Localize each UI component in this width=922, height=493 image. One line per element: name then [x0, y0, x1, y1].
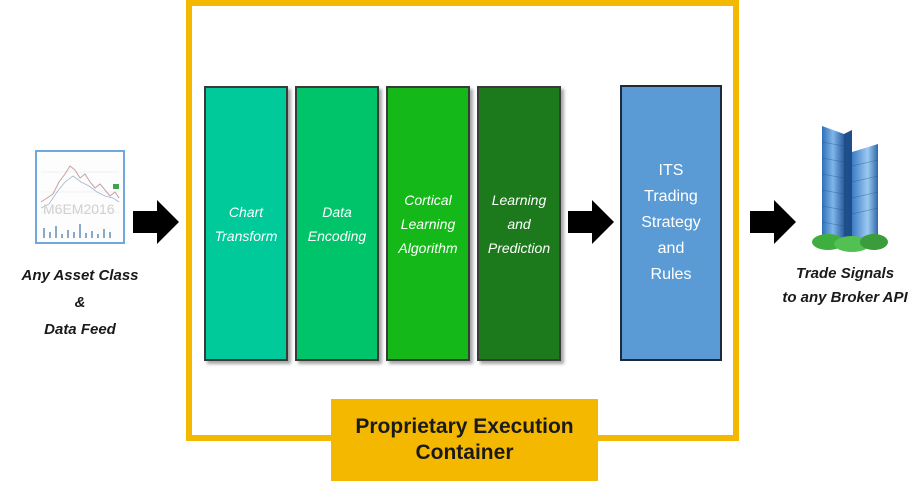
input-caption-line-2: & — [74, 294, 86, 311]
office-buildings-icon — [812, 126, 888, 252]
its-label-line: and — [657, 240, 685, 257]
container-label: Proprietary Execution Container — [331, 399, 598, 481]
stage-label-line: Algorithm — [398, 239, 458, 256]
stage-label-line: Cortical — [404, 191, 452, 208]
its-label-line: Trading — [644, 188, 698, 205]
stage-label-line: Learning — [400, 215, 456, 232]
stage-label-line: Learning — [491, 191, 547, 208]
input-caption-line-1: Any Asset Class — [21, 267, 139, 284]
output-caption: Trade Signals to any Broker API — [768, 262, 922, 310]
stage-cortical-learning-algorithm: Cortical Learning Algorithm — [386, 86, 470, 361]
arrow-right-icon — [750, 200, 796, 244]
its-label-line: Rules — [650, 266, 692, 283]
stage-label-line: Transform — [214, 227, 278, 244]
stage-data-encoding: Data Encoding — [295, 86, 379, 361]
arrow-right-icon — [568, 200, 614, 244]
its-label-line: ITS — [658, 162, 684, 179]
stage-label-line: and — [507, 215, 531, 232]
thumbnail-watermark: M6EM2016 — [43, 201, 115, 217]
input-caption: Any Asset Class & Data Feed — [2, 262, 158, 343]
its-label-line: Strategy — [641, 214, 701, 231]
output-caption-line-1: Trade Signals — [795, 265, 895, 282]
price-chart-icon: M6EM2016 — [35, 150, 125, 244]
container-label-line-2: Container — [415, 441, 514, 464]
output-caption-line-2: to any Broker API — [782, 289, 908, 306]
its-trading-strategy-box: ITS Trading Strategy and Rules — [620, 85, 722, 361]
stage-label-line: Chart — [228, 203, 264, 220]
arrow-right-icon — [133, 200, 179, 244]
stage-label-line: Prediction — [487, 239, 551, 256]
stage-chart-transform: Chart Transform — [204, 86, 288, 361]
stage-learning-and-prediction: Learning and Prediction — [477, 86, 561, 361]
stage-label-line: Data — [322, 203, 352, 220]
stage-label-line: Encoding — [307, 227, 367, 244]
input-caption-line-3: Data Feed — [44, 321, 116, 338]
container-label-line-1: Proprietary Execution — [355, 415, 574, 438]
